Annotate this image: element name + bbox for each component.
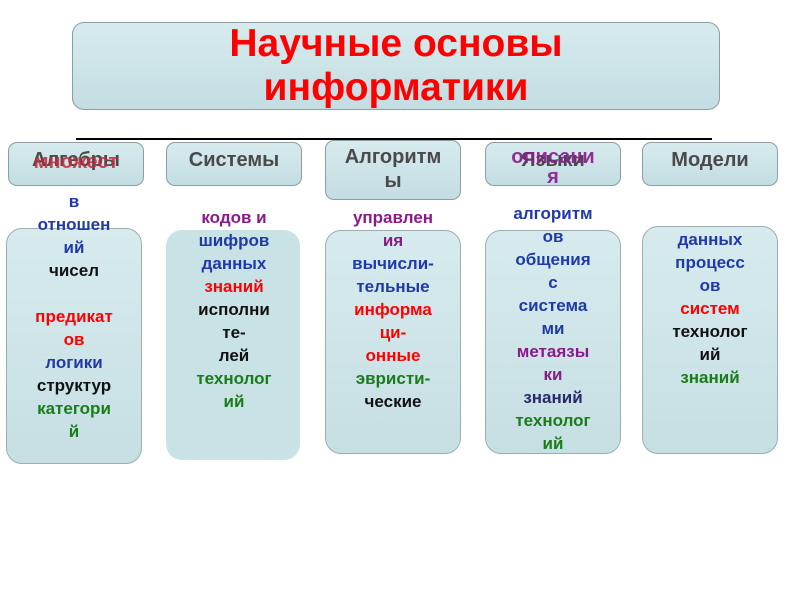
column-systems-text: кодов и шифров данных знаний исполни те-лей те… [168,206,300,413]
column-line: исполни [198,300,270,319]
column-line: ки [543,365,563,384]
content-box-systems [166,230,300,460]
column-line: алгоритм [513,204,593,223]
content-box-algebras [6,228,142,464]
header-overlay-description: описани я [511,146,595,188]
column-line: предикат [35,307,113,326]
column-line: информа [354,300,432,319]
column-line: технолог [196,369,272,388]
column-line: общения [515,250,591,269]
column-line: ци- [379,323,407,342]
column-line: ов [63,330,85,349]
column-line: кодов и [201,208,267,227]
column-line: й [68,422,80,441]
column-line: ий [223,392,245,411]
column-line: чисел [48,261,100,280]
content-box-algorithms [325,230,461,454]
column-line: данных [201,254,267,273]
column-line: ов [699,276,721,295]
column-line: категори [37,399,111,418]
column-line: лей [218,346,250,365]
column-line: знаний [680,368,740,387]
header-box-algebras: Алгебры множест [8,142,144,186]
column-languages-text: алгоритм ов общения с система ми метаязы ки знан… [487,202,619,455]
column-line: ий [542,434,564,453]
column-line: знаний [523,388,583,407]
column-line [8,282,140,305]
column-line: технолог [515,411,591,430]
header-label-models: Модели [671,149,749,171]
column-line: с [548,273,558,292]
header-box-languages: Языки описани я [485,142,621,188]
column-line: управлен [352,208,434,227]
header-box-models: Модели [642,142,778,186]
column-line: логики [45,353,103,372]
column-line: метаязы [516,342,590,361]
header-box-systems: Системы [166,142,302,186]
title-underline [76,138,712,140]
column-line: отношен [37,215,111,234]
header-label-algorithms: Алгоритм ы [344,146,442,192]
column-line: эвристи- [355,369,431,388]
column-line: знаний [204,277,264,296]
column-line: шифров [198,231,270,250]
column-line: в [68,192,80,211]
header-label-languages: Языки [521,149,585,171]
column-line: процесс [675,253,745,272]
column-line: ческие [364,392,422,411]
title-box: Научные основы информатики [72,22,720,110]
column-line: ов [542,227,564,246]
content-box-models [642,226,778,454]
column-line: те- [222,323,246,342]
column-line: структур [36,376,112,395]
header-label-systems: Системы [188,149,280,171]
column-line: данных [677,230,743,249]
content-box-languages [485,230,621,454]
column-line: вычисли- [352,254,434,273]
column-line: технолог [672,322,748,341]
column-algorithms-text: управлен ия вычисли-тельные информа ци-онные… [327,206,459,413]
column-line: ми [541,319,565,338]
column-line: тельные [356,277,430,296]
column-line: ий [63,238,85,257]
column-line: ий [699,345,721,364]
header-label-algebras: Алгебры [32,149,120,171]
column-line: система [518,296,588,315]
header-overlay-sets: множест [33,151,119,173]
column-line: систем [680,299,740,318]
column-line: онные [365,346,421,365]
header-box-algorithms: Алгоритм ы [325,140,461,200]
column-line: ия [382,231,404,250]
diagram-title: Научные основы информатики [229,22,563,109]
column-models-text: данных процесс ов систем технолог ий знаний [644,228,776,389]
column-algebras-text: в отношен ий чисел предикат ов логики структур… [8,190,140,443]
